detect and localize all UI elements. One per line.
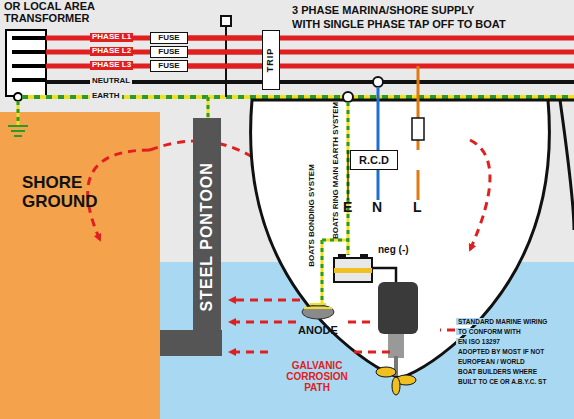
label-box: OR LOCAL AREA TRANSFORMER <box>4 0 116 28</box>
text-label: E <box>343 200 352 215</box>
text-label: GALVANIC CORROSION PATH <box>272 360 362 393</box>
text-label: BOAT BUILDERS WHERE <box>456 368 539 375</box>
shore-ground-area <box>0 112 160 419</box>
node-text: SHORE GROUND <box>22 174 132 211</box>
earth-drops <box>8 97 208 136</box>
text-label: neg (-) <box>378 244 409 255</box>
vertical-label: BOATS BONDING SYSTEM <box>307 164 316 267</box>
text-label: TO CONFORM WITH <box>456 328 523 335</box>
phase-wire <box>188 64 262 69</box>
phase-wire <box>188 50 262 55</box>
label-box: FUSE <box>150 60 188 72</box>
supply-lines <box>22 16 574 97</box>
text-label: NEUTRAL <box>90 77 132 86</box>
text-label: EN ISO 13297 <box>456 338 502 345</box>
text-label: ADOPTED BY MOST IF NOT <box>456 348 546 355</box>
text-label: WITH SINGLE PHASE TAP OFF TO BOAT <box>292 18 506 30</box>
current-loop-boat <box>470 140 490 250</box>
label-box: SHORE GROUND <box>0 112 160 419</box>
text-label: N <box>372 200 382 215</box>
text-label: EUROPEAN / WORLD <box>456 358 527 365</box>
node-text: TRIP <box>266 48 276 73</box>
label-box: R.C.D <box>350 150 398 170</box>
vertical-band: TRIP <box>262 30 280 90</box>
corrosion-arrows <box>230 300 455 352</box>
node-text: R.C.D <box>359 154 389 166</box>
node-text: FUSE <box>158 48 179 57</box>
text-label: BUILT TO CE OR A.B.Y.C. ST <box>456 378 548 385</box>
node-text: FUSE <box>158 62 179 71</box>
text-label: PHASE L1 <box>90 33 133 42</box>
text-label: PHASE L3 <box>90 61 133 70</box>
text-label: EARTH <box>90 92 122 101</box>
label-box: FUSE <box>150 32 188 44</box>
vertical-label: BOATS RING MAIN EARTH SYSTEM <box>332 101 341 238</box>
text-label: ANODE <box>298 324 338 336</box>
transformer <box>6 30 46 101</box>
next-boat-hull <box>548 100 574 230</box>
anode <box>302 304 334 319</box>
phase-wire <box>188 36 262 41</box>
text-label: STANDARD MARINE WIRING <box>456 318 549 325</box>
boat-wiring <box>322 66 424 305</box>
engine-propeller <box>376 282 418 395</box>
text-label: 3 PHASE MARINA/SHORE SUPPLY <box>292 4 474 16</box>
boat-hull <box>251 100 550 378</box>
node-text: OR LOCAL AREA TRANSFORMER <box>4 0 100 24</box>
vertical-band: STEEL PONTOON <box>193 118 221 356</box>
node-text: STEEL PONTOON <box>198 162 216 311</box>
text-label: L <box>413 200 422 215</box>
label-box: FUSE <box>150 46 188 58</box>
node-text: FUSE <box>158 34 179 43</box>
battery-symbol <box>334 254 372 282</box>
text-label: PHASE L2 <box>90 47 133 56</box>
